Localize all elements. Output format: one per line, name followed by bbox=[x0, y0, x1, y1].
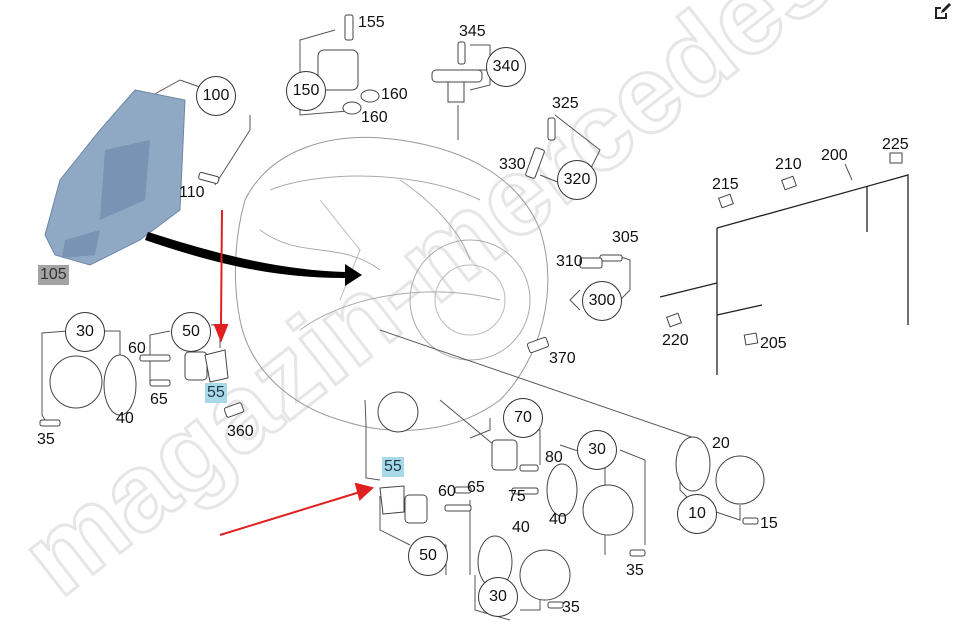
red-arrow-diagonal bbox=[219, 491, 361, 536]
label-205[interactable]: 205 bbox=[760, 335, 787, 352]
callout-320[interactable]: 320 bbox=[557, 160, 597, 200]
label-35[interactable]: 35 bbox=[562, 599, 580, 616]
label-310[interactable]: 310 bbox=[556, 253, 583, 270]
callout-70[interactable]: 70 bbox=[503, 398, 543, 438]
callout-30[interactable]: 30 bbox=[577, 430, 617, 470]
label-60[interactable]: 60 bbox=[128, 340, 146, 357]
label-35[interactable]: 35 bbox=[37, 431, 55, 448]
label-80[interactable]: 80 bbox=[545, 449, 563, 466]
edit-pencil-icon[interactable] bbox=[932, 2, 952, 22]
label-360[interactable]: 360 bbox=[227, 423, 254, 440]
callout-50[interactable]: 50 bbox=[171, 312, 211, 352]
assembly-arrow bbox=[145, 232, 362, 286]
callout-150[interactable]: 150 bbox=[286, 71, 326, 111]
label-330[interactable]: 330 bbox=[499, 156, 526, 173]
label-220[interactable]: 220 bbox=[662, 332, 689, 349]
label-160[interactable]: 160 bbox=[381, 86, 408, 103]
label-15[interactable]: 15 bbox=[760, 515, 778, 532]
label-325[interactable]: 325 bbox=[552, 95, 579, 112]
label-200[interactable]: 200 bbox=[821, 147, 848, 164]
highlight-label-55[interactable]: 55 bbox=[205, 383, 227, 403]
label-370[interactable]: 370 bbox=[549, 350, 576, 367]
callout-100[interactable]: 100 bbox=[196, 76, 236, 116]
highlight-label-55[interactable]: 55 bbox=[382, 457, 404, 477]
callout-30[interactable]: 30 bbox=[478, 577, 518, 617]
red-arrow-head bbox=[213, 324, 229, 343]
callout-50[interactable]: 50 bbox=[408, 536, 448, 576]
callout-300[interactable]: 300 bbox=[582, 281, 622, 321]
label-40[interactable]: 40 bbox=[116, 410, 134, 427]
label-215[interactable]: 215 bbox=[712, 176, 739, 193]
label-110[interactable]: 110 bbox=[179, 184, 205, 201]
label-210[interactable]: 210 bbox=[775, 156, 802, 173]
label-65[interactable]: 65 bbox=[467, 479, 485, 496]
red-arrow-vertical bbox=[220, 209, 223, 326]
callout-30[interactable]: 30 bbox=[65, 312, 105, 352]
label-155[interactable]: 155 bbox=[358, 14, 385, 31]
highlight-label-105[interactable]: 105 bbox=[38, 265, 69, 285]
label-65[interactable]: 65 bbox=[150, 391, 168, 408]
label-160[interactable]: 160 bbox=[361, 109, 388, 126]
label-35[interactable]: 35 bbox=[626, 562, 644, 579]
label-20[interactable]: 20 bbox=[712, 435, 730, 452]
label-60[interactable]: 60 bbox=[438, 483, 456, 500]
callout-340[interactable]: 340 bbox=[486, 47, 526, 87]
red-arrow-head bbox=[354, 482, 375, 501]
label-225[interactable]: 225 bbox=[882, 136, 909, 153]
label-40[interactable]: 40 bbox=[549, 511, 567, 528]
label-40[interactable]: 40 bbox=[512, 519, 530, 536]
label-75[interactable]: 75 bbox=[508, 488, 526, 505]
valve-body bbox=[44, 89, 186, 266]
label-345[interactable]: 345 bbox=[459, 23, 486, 40]
callout-10[interactable]: 10 bbox=[677, 494, 717, 534]
label-305[interactable]: 305 bbox=[612, 229, 639, 246]
